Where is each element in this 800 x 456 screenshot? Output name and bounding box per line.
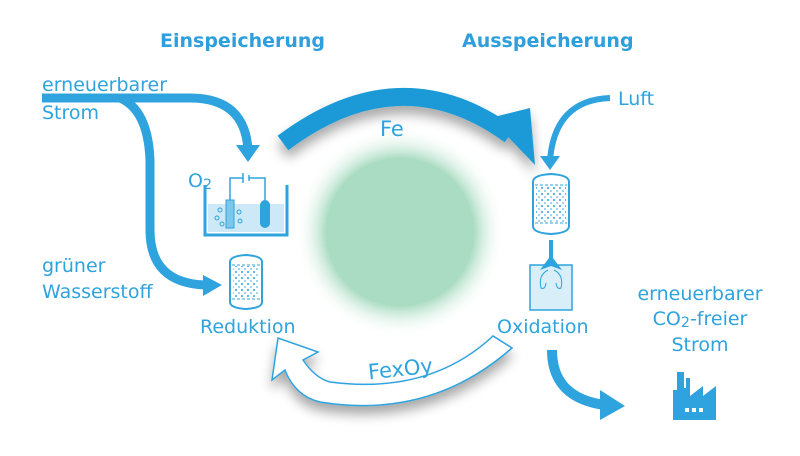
arrowhead-reduction (203, 275, 222, 296)
output-freier: -freier (689, 308, 748, 330)
heading-ausspeicherung: Ausspeicherung (462, 30, 634, 52)
label-fe: Fe (380, 117, 404, 141)
output-co: CO (652, 308, 681, 330)
label-output-line1: erneuerbarer (637, 283, 763, 305)
electrolyzer-icon (203, 173, 289, 237)
label-green-hydrogen-line2: Wasserstoff (42, 281, 153, 303)
label-oxygen: O2 (188, 169, 212, 197)
fe-forward-arrow (277, 87, 535, 165)
output-power-arrow (547, 349, 625, 420)
center-glow (295, 127, 505, 337)
label-reduktion: Reduktion (200, 316, 296, 338)
reduction-reactor-icon (229, 253, 263, 311)
label-luft: Luft (618, 88, 655, 110)
output-co2-subscript: 2 (680, 315, 690, 332)
renewable-power-arrows (42, 93, 253, 290)
air-arrow (540, 95, 611, 170)
label-output-line2: CO2-freier (620, 307, 780, 335)
label-oxidation: Oxidation (497, 316, 589, 338)
heading-einspeicherung: Einspeicherung (160, 30, 326, 52)
label-output-line3: Strom (671, 334, 729, 356)
arrowhead-electrolyzer (236, 145, 260, 162)
flame-burner-icon (529, 240, 573, 311)
label-renewable-power-line1: erneuerbarer (42, 74, 168, 96)
oxygen-subscript: 2 (202, 177, 213, 194)
oxygen-symbol: O (188, 170, 203, 192)
factory-icon (673, 372, 716, 420)
label-renewable-power-line2: Strom (42, 102, 100, 124)
oxidation-reactor-icon (532, 172, 570, 236)
label-green-hydrogen-line1: grüner (42, 255, 106, 277)
fexoy-return-arrow (270, 335, 514, 407)
